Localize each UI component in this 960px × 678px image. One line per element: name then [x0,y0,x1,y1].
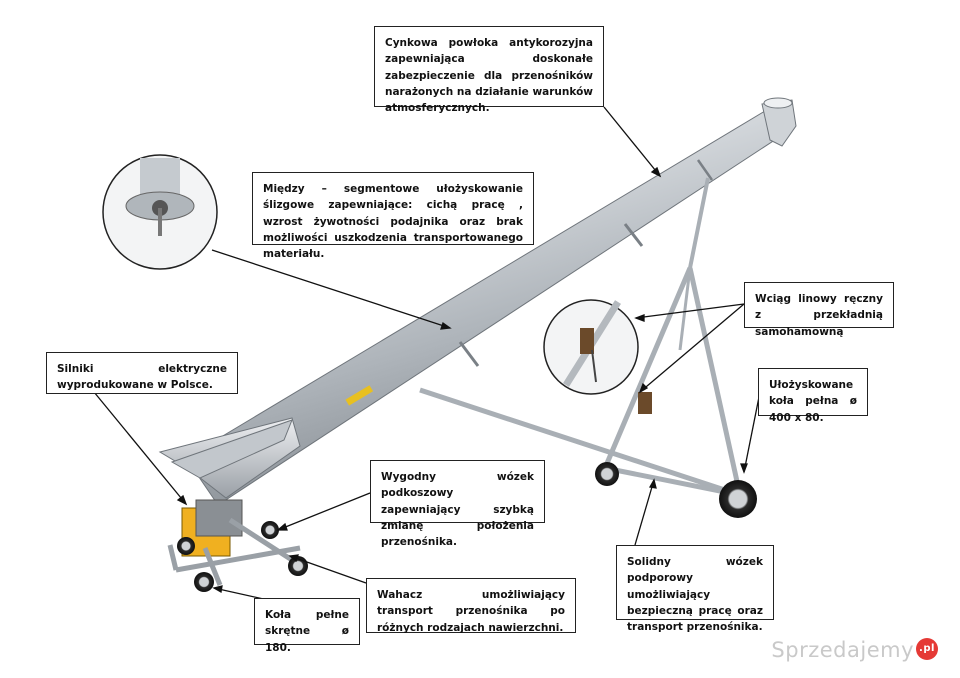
callout-coating: Cynkowa powłoka antykorozyjna zapewniają… [374,26,604,114]
watermark-badge: .pl [916,638,938,660]
caster-wheel [177,537,195,555]
caster-wheel [194,572,214,592]
support-cart [419,177,757,518]
callout-rocker: Wahacz umożliwiający transport przenośni… [366,578,576,634]
tube-joint [458,341,480,367]
callout-bearing: Między – segmentowe ułożyskowanie ślizgo… [252,172,534,260]
callout-winch: Wciąg linowy ręczny z przekładnią samoha… [744,282,894,338]
callout-support-cart: Solidny wózek podporowy umożliwiający be… [616,545,774,633]
support-wheel [595,462,619,486]
support-wheel [719,480,757,518]
watermark-text: Sprzedajemy [771,638,914,662]
winch-detail-circle [543,299,639,395]
caster-wheel [261,521,279,539]
tube-joint [696,159,714,181]
intake-hopper [158,417,301,499]
winch [638,392,652,414]
warning-label [345,385,374,406]
callout-small-wheels: Koła pełne skrętne ø 180. [254,598,360,654]
watermark: Sprzedajemy.pl [771,638,938,662]
bearing-detail-circle [102,154,218,270]
leader-lines [93,106,761,601]
tube-joint [623,223,644,247]
callout-motors: Silniki elektryczne wyprodukowane w Pols… [46,352,238,394]
callout-wheels: Ułożyskowane koła pełna ø 400 x 80. [758,368,868,424]
callout-hopper-cart: Wygodny wózek podkoszowy zapewniający sz… [370,460,545,548]
